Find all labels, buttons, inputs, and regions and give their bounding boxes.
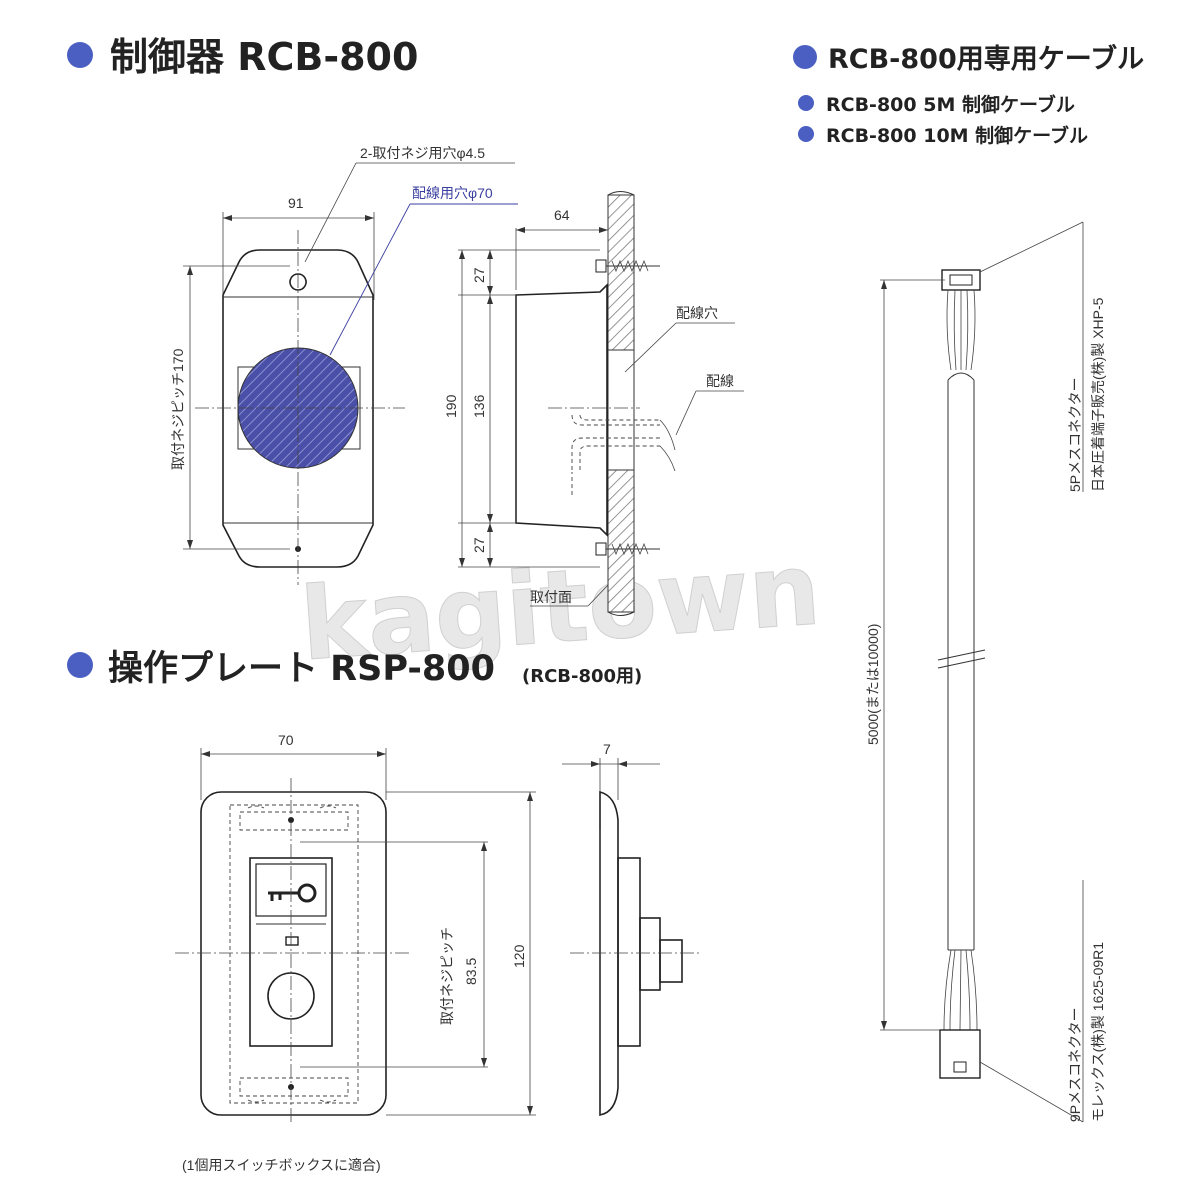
controller-title: 制御器 RCB-800 bbox=[110, 35, 418, 79]
plate-footnote: (1個用スイッチボックスに適合) bbox=[182, 1157, 381, 1173]
bottom-connector-label-1: 9Pメスコネクター bbox=[1067, 1007, 1083, 1122]
bullet-icon bbox=[798, 126, 814, 142]
screw-bottom bbox=[595, 542, 660, 556]
cable-drawing: 5000(または10000) 5Pメスコネクター 日本圧着端子販売(株)製 XH… bbox=[865, 221, 1106, 1123]
wiring-hole-side-label: 配線穴 bbox=[676, 305, 718, 321]
plate-pitch-value: 83.5 bbox=[463, 958, 479, 985]
plate-width-dim: 70 bbox=[278, 732, 294, 748]
wiring-hole-label: 配線用穴φ70 bbox=[412, 185, 493, 201]
bottom-connector-label-2: モレックス(株)製 1625-09R1 bbox=[1090, 942, 1106, 1122]
plate-pitch-label: 取付ネジピッチ bbox=[439, 927, 455, 1025]
bullet-icon bbox=[793, 45, 817, 69]
controller-front-view: 91 取付ネジピッチ170 2-取付ネジ用穴φ4.5 配線用穴φ70 bbox=[170, 145, 518, 585]
top-connector-label-2: 日本圧着端子販売(株)製 XHP-5 bbox=[1090, 297, 1106, 492]
plate-side-view: 7 bbox=[562, 741, 700, 1116]
cable-title: RCB-800用専用ケーブル bbox=[828, 43, 1144, 75]
mount-hole-label: 2-取付ネジ用穴φ4.5 bbox=[360, 145, 485, 161]
key-icon bbox=[268, 883, 317, 903]
bullet-icon bbox=[67, 42, 93, 68]
plate-body bbox=[200, 791, 387, 1116]
connector-9p-bottom bbox=[939, 1029, 981, 1079]
connector-5p-top bbox=[941, 269, 981, 291]
cable-item-10m: RCB-800 10M 制御ケーブル bbox=[826, 124, 1088, 147]
screw-top bbox=[595, 259, 660, 273]
controller-side-body bbox=[515, 283, 608, 537]
top-connector-label-1: 5Pメスコネクター bbox=[1067, 377, 1083, 492]
plate-heading: 操作プレート RSP-800 (RCB-800用) bbox=[67, 649, 642, 689]
controller-body bbox=[222, 249, 374, 568]
wiring-label: 配線 bbox=[706, 373, 734, 389]
plate-title-sub: (RCB-800用) bbox=[522, 666, 642, 687]
cable-heading: RCB-800用専用ケーブル RCB-800 5M 制御ケーブル RCB-800… bbox=[793, 43, 1144, 147]
plate-title: 操作プレート RSP-800 bbox=[108, 649, 495, 689]
controller-bottom-offset-dim: 27 bbox=[471, 537, 487, 553]
controller-height-dim: 190 bbox=[443, 394, 459, 418]
bullet-icon bbox=[798, 95, 814, 111]
controller-pitch-dim: 取付ネジピッチ170 bbox=[170, 348, 186, 470]
controller-top-offset-dim: 27 bbox=[471, 267, 487, 283]
bullet-icon bbox=[67, 652, 93, 678]
plate-side-button bbox=[659, 939, 683, 983]
mount-surface-label: 取付面 bbox=[530, 589, 572, 605]
cable-item-5m: RCB-800 5M 制御ケーブル bbox=[826, 93, 1075, 116]
plate-thickness-dim: 7 bbox=[603, 741, 611, 757]
keyhole-icon bbox=[289, 273, 307, 291]
plate-front-view: 70 取付ネジピッチ 83.5 bbox=[175, 732, 536, 1173]
controller-side-view: 64 190 27 136 27 配線穴 配線 取付面 bbox=[443, 191, 744, 616]
indicator-led bbox=[285, 936, 299, 946]
controller-width-dim: 91 bbox=[288, 195, 304, 211]
controller-heading: 制御器 RCB-800 bbox=[67, 35, 418, 79]
plate-side-profile bbox=[599, 790, 619, 1116]
controller-mid-dim: 136 bbox=[471, 394, 487, 418]
cable-length-dim: 5000(または10000) bbox=[865, 624, 881, 745]
controller-depth-dim: 64 bbox=[554, 207, 570, 223]
plate-height-dim: 120 bbox=[511, 944, 527, 968]
switch-panel bbox=[249, 857, 333, 1047]
